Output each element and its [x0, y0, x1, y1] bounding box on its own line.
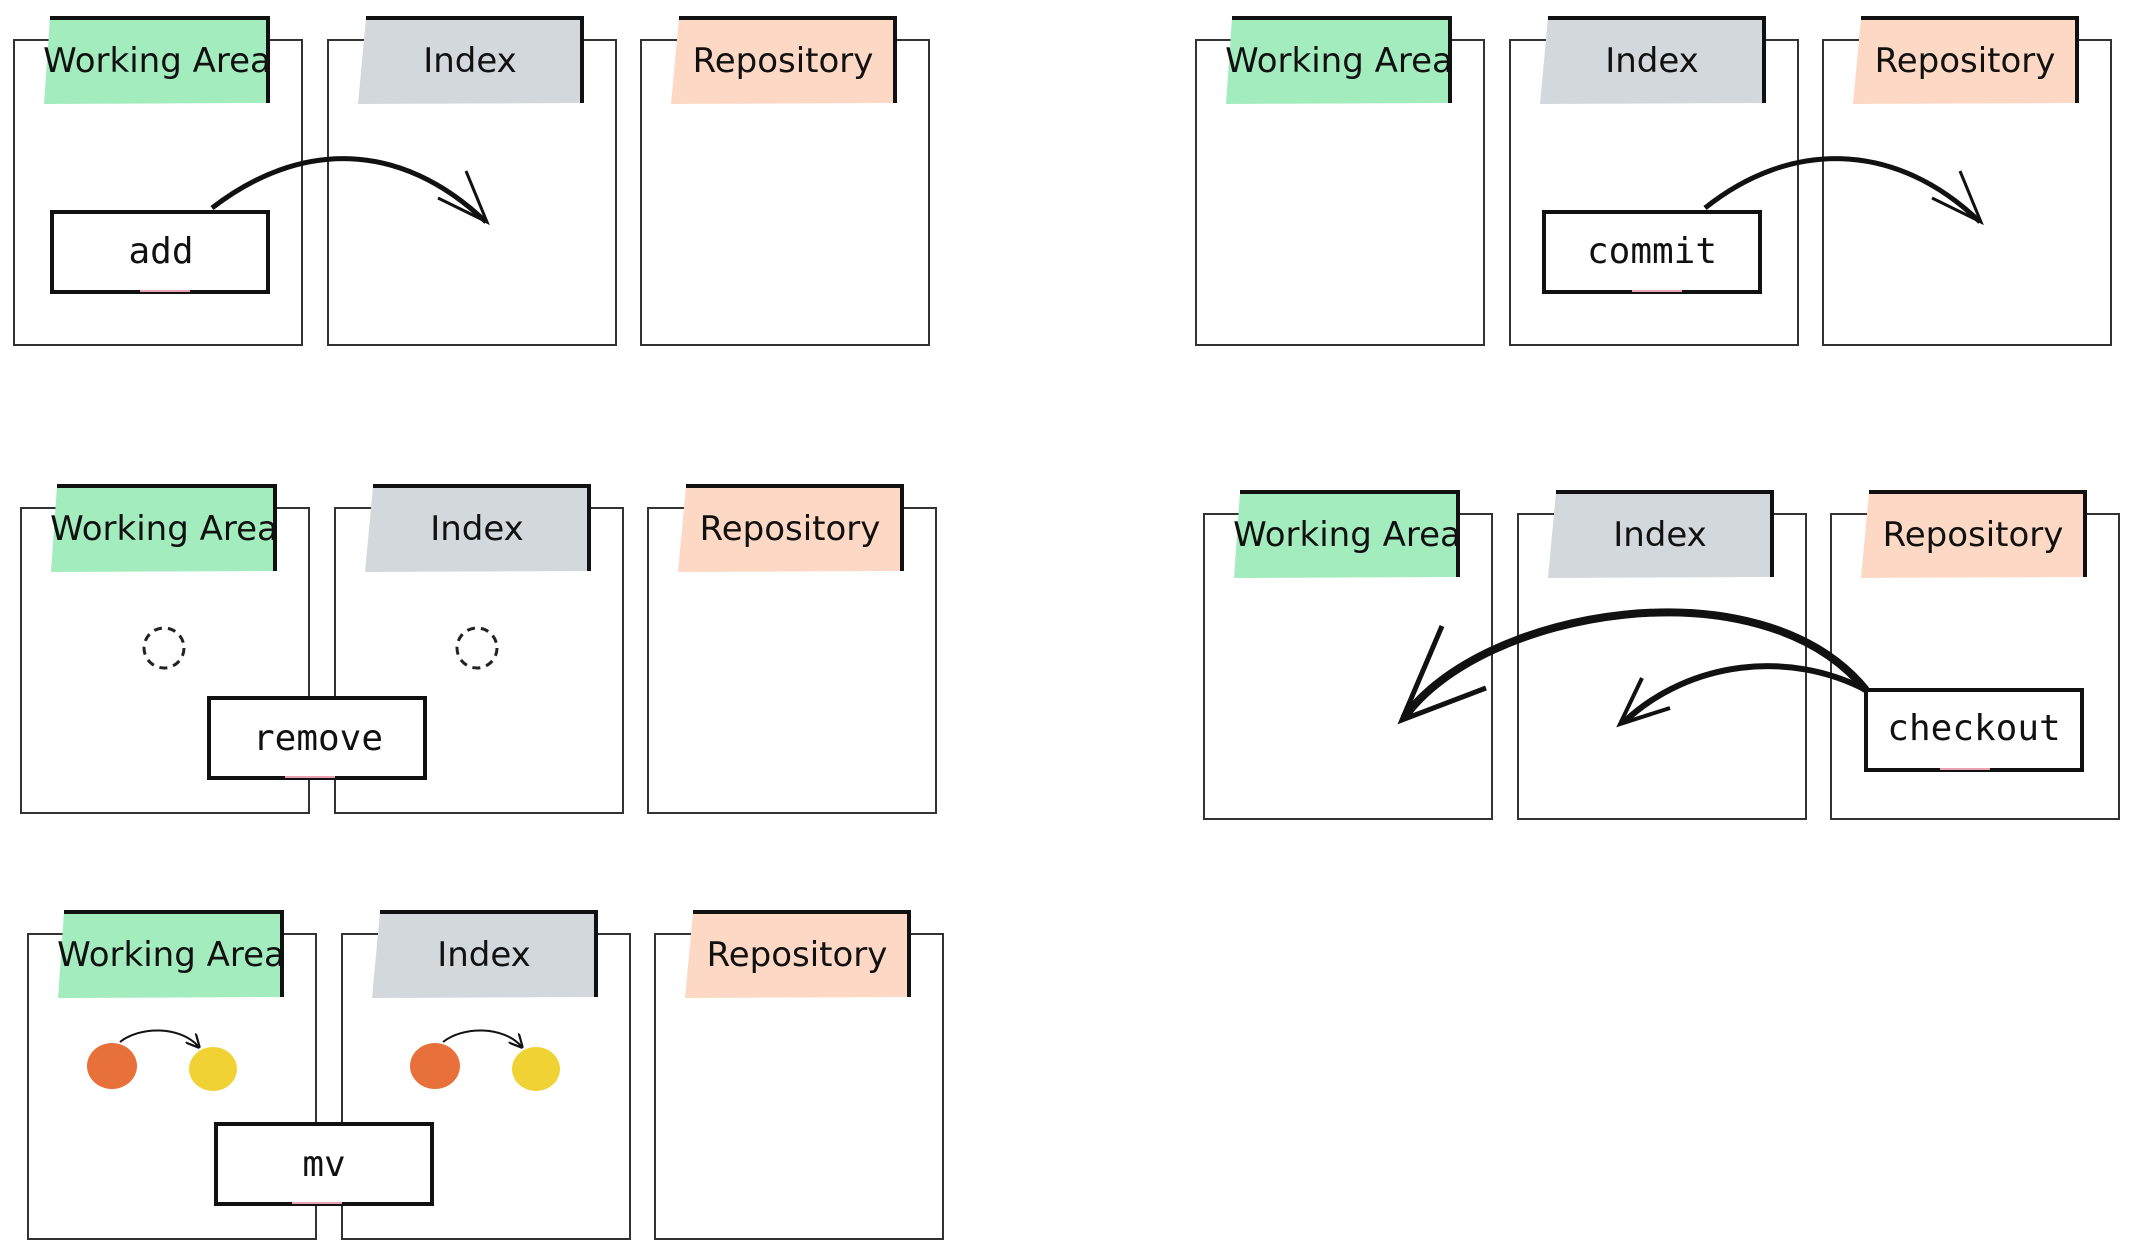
index-tag: Index — [1540, 16, 1766, 104]
add-command-label: add — [128, 231, 193, 272]
index-label: Index — [437, 935, 531, 975]
mv-command-label: mv — [302, 1144, 345, 1185]
checkout-command-label: checkout — [1887, 708, 2060, 749]
diagram-remove: Working Area Index Repository remove — [20, 484, 937, 814]
working-area-tag: Working Area — [1225, 16, 1453, 104]
repository-tag-fill — [678, 486, 902, 572]
remove-command-button[interactable]: remove — [207, 696, 427, 780]
working-area-label: Working Area — [57, 935, 285, 975]
index-tag-fill — [1548, 492, 1772, 578]
index-tag-border — [1556, 490, 1774, 577]
index-label: Index — [1605, 41, 1699, 81]
add-command-button[interactable]: add — [50, 210, 270, 294]
commit-command-label: commit — [1587, 231, 1717, 272]
diagram-commit: Working Area Index Repository commit — [1195, 16, 2112, 346]
working-area-tag-border — [57, 484, 277, 571]
repository-tag-border — [1861, 16, 2079, 103]
working-area-label: Working Area — [50, 509, 278, 549]
working-area-tag: Working Area — [50, 484, 278, 572]
index-tag-border — [366, 16, 584, 103]
working-area-tag-border — [50, 16, 270, 103]
working-area-tag-border — [1240, 490, 1460, 577]
removed-file-icon — [142, 626, 186, 670]
index-label: Index — [1613, 515, 1707, 555]
working-area-tag-fill — [1234, 492, 1458, 578]
index-tag-fill — [1540, 18, 1764, 104]
index-tag-fill — [358, 18, 582, 104]
working-area-label: Working Area — [43, 41, 271, 81]
working-area-tag-border — [1232, 16, 1452, 103]
index-tag-border — [1548, 16, 1766, 103]
working-area-tag-fill — [1226, 18, 1450, 104]
working-area-tag-fill — [51, 486, 275, 572]
repository-label: Repository — [693, 41, 874, 81]
repository-label: Repository — [1875, 41, 2056, 81]
index-tag: Index — [1548, 490, 1774, 578]
repository-tag: Repository — [1861, 490, 2087, 578]
index-tag-fill — [365, 486, 589, 572]
repository-tag-border — [686, 484, 904, 571]
repository-tag: Repository — [678, 484, 904, 572]
index-tag: Index — [365, 484, 591, 572]
checkout-command-box[interactable] — [1864, 688, 2084, 772]
move-arrow — [119, 1029, 198, 1046]
repository-tag-fill — [685, 912, 909, 998]
repository-tag-fill — [1861, 492, 2085, 578]
add-command-box[interactable] — [50, 210, 270, 294]
commit-arrowhead — [1931, 170, 1984, 226]
diagram-add: Working Area Index Repository add — [13, 16, 930, 346]
remove-command-box[interactable] — [207, 696, 427, 780]
working-area-tag: Working Area — [1233, 490, 1461, 578]
working-area-label: Working Area — [1233, 515, 1461, 555]
index-tag: Index — [372, 910, 598, 998]
checkout-arrowhead-working-area — [1397, 625, 1487, 725]
repository-label: Repository — [700, 509, 881, 549]
working-area-tag: Working Area — [43, 16, 271, 104]
repository-tag-fill — [671, 18, 895, 104]
repository-tag-border — [693, 910, 911, 997]
repository-tag-fill — [1853, 18, 2077, 104]
commit-command-button[interactable]: commit — [1542, 210, 1762, 294]
repository-tag-border — [1869, 490, 2087, 577]
source-file-icon — [87, 1043, 137, 1089]
move-arrow — [442, 1029, 521, 1046]
destination-file-icon — [189, 1047, 237, 1091]
mv-command-button[interactable]: mv — [214, 1122, 434, 1206]
index-tag: Index — [358, 16, 584, 104]
working-area-tag-fill — [44, 18, 268, 104]
commit-arrow — [1703, 156, 1982, 224]
repository-tag: Repository — [685, 910, 911, 998]
removed-file-icon — [455, 626, 499, 670]
index-label: Index — [423, 41, 517, 81]
repository-label: Repository — [1883, 515, 2064, 555]
index-tag-border — [373, 484, 591, 571]
checkout-arrow-to-working-area — [1400, 608, 1870, 721]
add-arrowhead — [437, 170, 490, 226]
add-arrow — [210, 156, 488, 224]
destination-file-icon — [512, 1047, 560, 1091]
repository-tag: Repository — [1853, 16, 2079, 104]
repository-tag: Repository — [671, 16, 897, 104]
checkout-command-button[interactable]: checkout — [1864, 688, 2084, 772]
repository-tag-border — [679, 16, 897, 103]
working-area-tag-border — [64, 910, 284, 997]
remove-command-label: remove — [253, 718, 383, 759]
diagram-checkout: Working Area Index Repository checkout — [1203, 490, 2120, 820]
checkout-arrowhead-index — [1616, 677, 1671, 728]
checkout-arrow-to-index — [1621, 663, 1868, 725]
working-area-tag-fill — [58, 912, 282, 998]
index-tag-fill — [372, 912, 596, 998]
working-area-tag: Working Area — [57, 910, 285, 998]
index-tag-border — [380, 910, 598, 997]
working-area-label: Working Area — [1225, 41, 1453, 81]
source-file-icon — [410, 1043, 460, 1089]
repository-label: Repository — [707, 935, 888, 975]
diagram-mv: Working Area Index Repository mv — [27, 910, 944, 1240]
index-label: Index — [430, 509, 524, 549]
